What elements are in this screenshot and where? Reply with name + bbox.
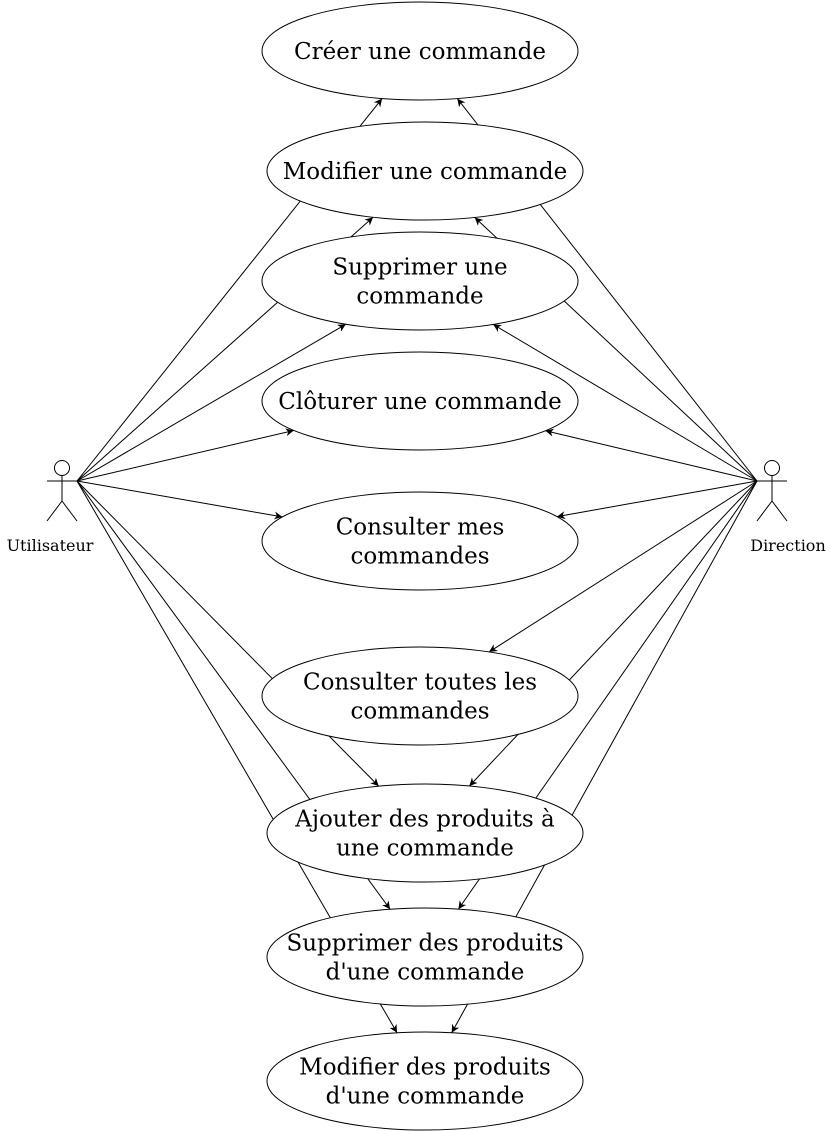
actor-left-leg-icon	[46, 500, 63, 522]
use-case-cloturer[interactable]: Clôturer une commande	[261, 351, 579, 451]
use-case-ellipse[interactable]	[261, 351, 579, 451]
actor-label: Utilisateur	[7, 536, 94, 555]
association-utilisateur-to-consulter-mes	[76, 480, 283, 520]
association-direction-to-supprimer	[492, 323, 758, 482]
use-case-label-line: Créer une commande	[294, 39, 546, 65]
use-case-consulter-mes[interactable]: Consulter mes commandes	[261, 491, 579, 591]
actor-head-icon	[54, 460, 70, 476]
use-case-ellipse[interactable]	[266, 907, 584, 1007]
associations	[76, 98, 758, 1034]
use-case-ellipse[interactable]	[266, 1031, 584, 1131]
actor-left-leg-icon	[756, 500, 773, 522]
association-direction-to-consulter-mes	[556, 480, 758, 520]
use-case-label-line: Modifier des produits	[299, 1055, 551, 1081]
use-case-supprimer[interactable]: Supprimer une commande	[261, 231, 579, 331]
use-case-ajouter-produits[interactable]: Ajouter des produits à une commande	[266, 783, 584, 883]
use-case-label-line: Ajouter des produits à	[294, 807, 555, 833]
association-utilisateur-to-cloturer	[76, 428, 294, 482]
use-case-label-line: commandes	[350, 699, 489, 725]
use-case-ellipse[interactable]	[261, 231, 579, 331]
actors: Utilisateur Direction	[7, 460, 826, 556]
actor-head-icon	[764, 460, 780, 476]
use-case-creer[interactable]: Créer une commande	[261, 1, 579, 101]
use-case-label-line: d'une commande	[326, 960, 525, 986]
association-direction-to-cloturer	[545, 428, 758, 482]
use-case-ellipse[interactable]	[261, 646, 579, 746]
use-case-label-line: Consulter mes	[336, 515, 505, 541]
use-case-label-line: Supprimer des produits	[286, 931, 563, 957]
actor-utilisateur[interactable]: Utilisateur	[7, 460, 94, 556]
use-case-supprimer-produits[interactable]: Supprimer des produits d'une commande	[266, 907, 584, 1007]
use-case-modifier[interactable]: Modifier une commande	[266, 121, 584, 221]
use-case-label-line: une commande	[336, 836, 514, 862]
actor-right-leg-icon	[61, 500, 78, 522]
use-case-ellipse[interactable]	[261, 491, 579, 591]
use-case-modifier-produits[interactable]: Modifier des produits d'une commande	[266, 1031, 584, 1131]
association-direction-to-consulter-toutes	[488, 480, 758, 653]
actor-direction[interactable]: Direction	[750, 460, 826, 556]
use-case-label-line: Clôturer une commande	[278, 389, 562, 415]
use-case-ellipse[interactable]	[266, 121, 584, 221]
use-case-label-line: Consulter toutes les	[303, 670, 537, 696]
use-case-label-line: Supprimer une	[332, 255, 507, 281]
actor-label: Direction	[750, 536, 826, 555]
use-case-label-line: commande	[356, 284, 483, 310]
use-case-label-line: d'une commande	[326, 1084, 525, 1110]
use-case-consulter-toutes[interactable]: Consulter toutes les commandes	[261, 646, 579, 746]
actor-right-leg-icon	[771, 500, 788, 522]
association-utilisateur-to-supprimer	[76, 323, 347, 482]
use-case-ellipse[interactable]	[261, 1, 579, 101]
use-case-label-line: Modifier une commande	[283, 159, 568, 185]
use-case-label-line: commandes	[350, 544, 489, 570]
use-case-ellipse[interactable]	[266, 783, 584, 883]
